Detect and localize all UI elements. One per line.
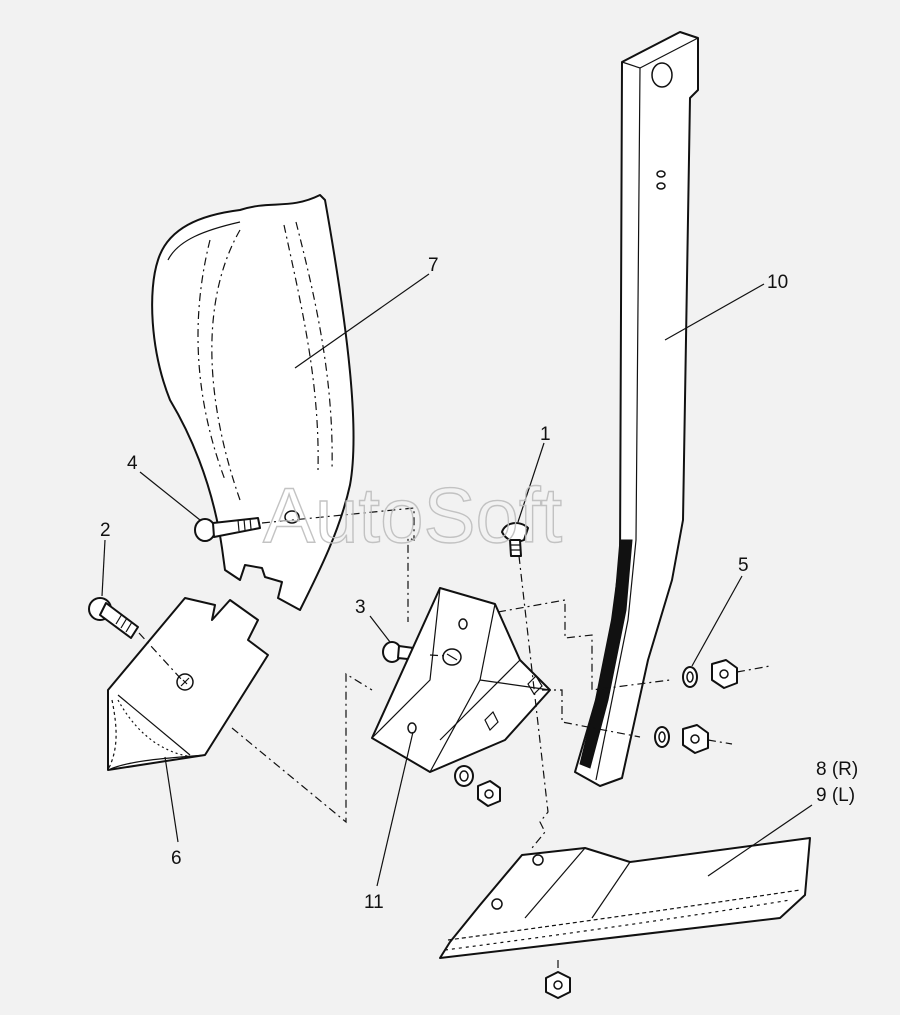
part-2-bolt	[88, 597, 139, 639]
part-7-moldboard	[151, 194, 355, 611]
part-10-shank	[574, 31, 699, 787]
part-8-9-share	[439, 837, 811, 959]
part-5-washers-nuts	[654, 659, 738, 754]
part-11-frog	[371, 587, 551, 773]
watermark-text: AutoSoft	[263, 471, 563, 559]
assembly-lines	[138, 507, 771, 972]
label-part-4: 4	[127, 453, 138, 474]
label-part-11: 11	[364, 892, 384, 913]
part-6-shin	[107, 597, 269, 771]
label-part-9: 9 (L)	[816, 785, 855, 806]
label-part-3: 3	[355, 597, 366, 618]
label-part-2: 2	[100, 520, 111, 541]
label-part-7: 7	[428, 255, 439, 276]
label-part-10: 10	[767, 272, 788, 293]
part-1-bolt	[501, 522, 529, 557]
label-part-1: 1	[540, 424, 551, 445]
part-4-bolt	[194, 517, 261, 542]
leader-lines	[101, 273, 813, 887]
callout-labels: 7 10 1 4 2 5 3 8 (R) 9 (L) 6 11	[100, 255, 858, 913]
label-part-5: 5	[738, 555, 749, 576]
label-part-8: 8 (R)	[816, 759, 858, 780]
part-11-washer-nut	[454, 765, 501, 807]
label-part-6: 6	[171, 848, 182, 869]
share-nut	[545, 971, 571, 999]
